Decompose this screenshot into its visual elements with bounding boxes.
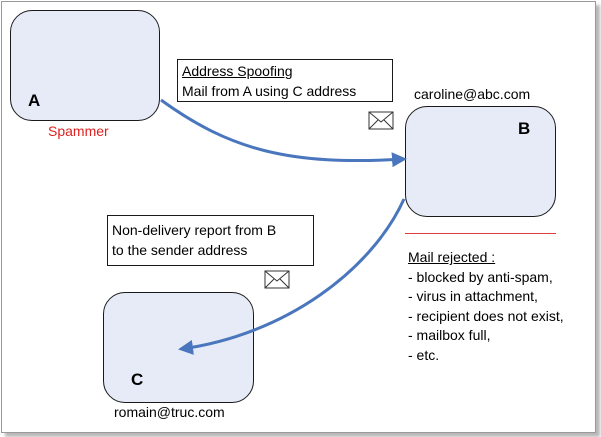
non-delivery-report-callout: Non-delivery report from B to the sender… [107,215,314,266]
red-divider [405,233,556,234]
rejection-reason: - blocked by anti-spam, [408,268,553,285]
address-spoofing-callout: Address Spoofing Mail from A using C add… [177,59,393,102]
romain-address-label: romain@truc.com [114,404,225,420]
caroline-address-label: caroline@abc.com [414,86,531,102]
spammer-label: Spammer [48,123,109,139]
mail-rejected-heading: Mail rejected : [408,249,496,265]
node-b-letter: B [518,119,531,138]
node-a: A [10,10,160,121]
rejection-reason: - etc. [408,346,440,363]
rejection-reason: - mailbox full, [408,327,491,343]
address-spoofing-text: Mail from A using C address [182,83,357,99]
address-spoofing-title: Address Spoofing [182,63,293,79]
mail-rejected-list: Mail rejected : - blocked by anti-spam, … [408,248,564,365]
ndr-line-1: Non-delivery report from B [112,222,277,238]
rejection-reason: - virus in attachment, [408,288,538,304]
ndr-line-2: to the sender address [112,242,248,258]
node-c: C [103,292,254,403]
rejection-reason: - recipient does not exist, [408,307,564,324]
node-a-letter: A [28,91,41,110]
node-b: B [405,106,556,217]
node-c-letter: C [131,370,144,389]
